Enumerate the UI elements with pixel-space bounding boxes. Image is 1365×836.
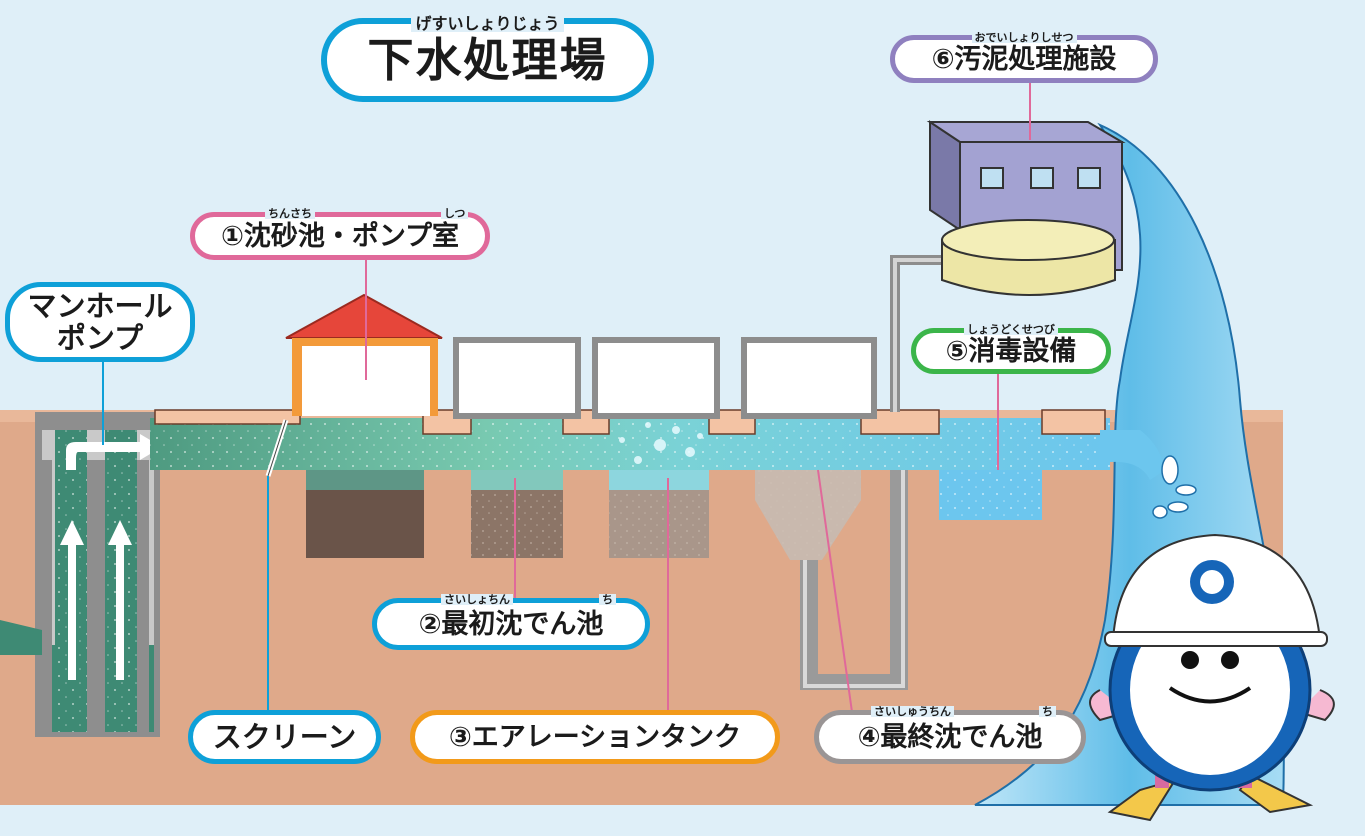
final-settling-tank	[755, 470, 908, 690]
aeration-tank-text: ③エアレーションタンク	[448, 721, 742, 753]
pump-room	[285, 293, 443, 416]
primary-settling-tanks	[306, 470, 709, 558]
title-label: げすいしょりじょう 下水処理場	[321, 16, 654, 102]
manhole-pump-line1: マンホール	[27, 288, 173, 323]
final-settling-ruby-b: ち	[1039, 706, 1056, 717]
grit-chamber-text: ①沈砂池・ポンプ室	[220, 220, 460, 252]
final-settling-ruby-a: さいしゅうちん	[871, 706, 954, 717]
grit-chamber-label: ちんさち しつ ①沈砂池・ポンプ室	[190, 208, 490, 260]
primary-settling-ruby-a: さいしょちん	[441, 594, 513, 605]
outflow-pipe	[1100, 430, 1165, 480]
primary-settling-text: ②最初沈でん池	[418, 608, 604, 640]
splash	[1152, 455, 1197, 519]
screen-label: スクリーン	[188, 710, 381, 764]
tank-covers	[453, 337, 877, 419]
mascot-water-drop-character	[1089, 533, 1335, 822]
manhole-pump-line2: ポンプ	[56, 320, 144, 355]
disinfection-text: ⑤消毒設備	[945, 335, 1077, 367]
final-settling-text: ④最終沈でん池	[857, 721, 1043, 753]
sludge-facility-ruby: おでいしょりしせつ	[971, 32, 1077, 43]
final-settling-label: さいしゅうちん ち ④最終沈でん池	[814, 706, 1086, 764]
grit-chamber-ruby-b: しつ	[441, 208, 469, 219]
sludge-facility-label: おでいしょりしせつ ⑥汚泥処理施設	[890, 32, 1158, 83]
page-title: 下水処理場	[367, 33, 608, 87]
disinfection-label: しょうどくせつび ⑤消毒設備	[911, 324, 1111, 374]
manhole-pump-structure	[0, 412, 160, 737]
aeration-bubbles	[619, 422, 703, 464]
disinfection-ruby: しょうどくせつび	[964, 324, 1058, 335]
sludge-facility-text: ⑥汚泥処理施設	[931, 43, 1117, 75]
primary-settling-ruby-b: ち	[599, 594, 616, 605]
leader-lines	[102, 80, 1031, 713]
sludge-facility-building	[926, 120, 1126, 296]
primary-settling-label: さいしょちん ち ②最初沈でん池	[372, 594, 650, 650]
grit-chamber-ruby-a: ちんさち	[265, 208, 315, 219]
manhole-pump-label: マンホール ポンプ	[5, 282, 195, 362]
flow-arrows	[60, 434, 162, 680]
screen-text: スクリーン	[212, 719, 357, 754]
title-ruby: げすいしょりじょう	[411, 16, 564, 32]
aeration-tank-label: ③エアレーションタンク	[410, 710, 780, 764]
